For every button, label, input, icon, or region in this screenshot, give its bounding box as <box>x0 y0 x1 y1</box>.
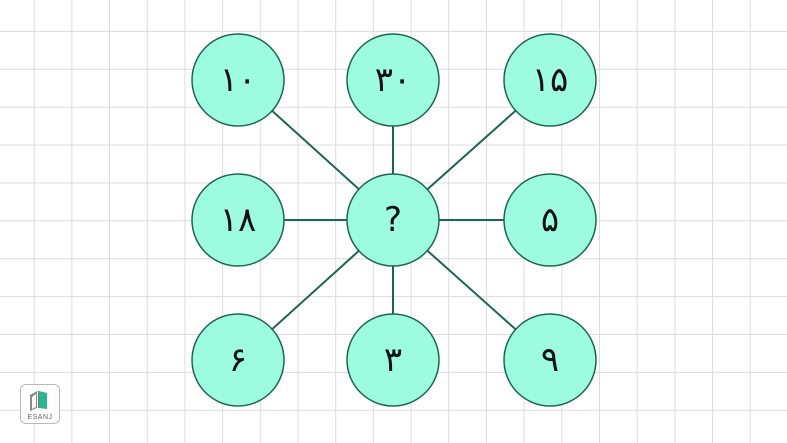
node-bottom-left: ۶ <box>191 313 285 407</box>
node-bottom-right: ۹ <box>503 313 597 407</box>
node-label: ۱۰ <box>220 60 257 100</box>
node-label: ۳۰ <box>375 60 412 100</box>
node-label: ۱۵ <box>532 60 569 100</box>
node-center: ? <box>346 173 440 267</box>
node-top: ۳۰ <box>346 33 440 127</box>
node-label: ۶ <box>229 340 247 380</box>
esanj-logo: ESANJ <box>20 384 60 424</box>
center-question-label: ? <box>384 200 402 240</box>
node-label: ۳ <box>384 340 402 380</box>
node-label: ۵ <box>541 200 559 240</box>
node-top-right: ۱۵ <box>503 33 597 127</box>
book-icon <box>30 391 47 411</box>
node-bottom: ۳ <box>346 313 440 407</box>
logo-text: ESANJ <box>27 414 53 421</box>
node-left: ۱۸ <box>191 173 285 267</box>
node-label: ۹ <box>541 340 559 380</box>
node-top-left: ۱۰ <box>191 33 285 127</box>
node-label: ۱۸ <box>220 200 257 240</box>
node-right: ۵ <box>503 173 597 267</box>
